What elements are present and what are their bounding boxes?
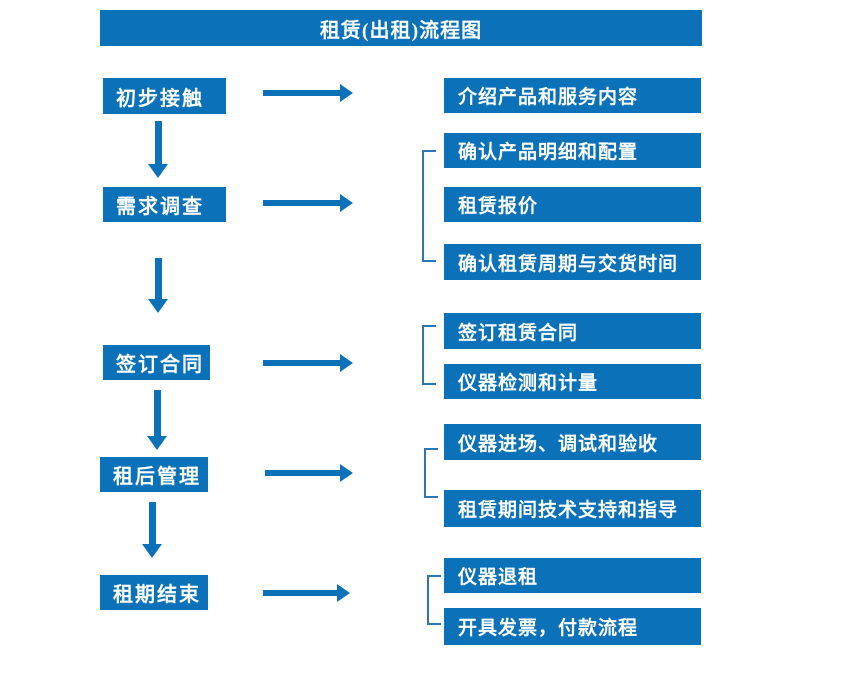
- group-bracket: [422, 325, 436, 385]
- step-box-post-rental-management: 租后管理: [100, 457, 208, 492]
- right-arrow: [265, 464, 353, 482]
- down-arrow: [148, 121, 168, 178]
- down-arrow: [148, 258, 168, 313]
- group-bracket: [422, 150, 436, 262]
- detail-box-rental-quotation: 租赁报价: [444, 187, 701, 222]
- right-arrow: [263, 584, 350, 602]
- right-arrow: [263, 84, 353, 102]
- detail-box-sign-rental-contract: 签订租赁合同: [444, 313, 701, 349]
- detail-box-instrument-setup-acceptance: 仪器进场、调试和验收: [444, 424, 701, 460]
- detail-box-instrument-return: 仪器退租: [444, 558, 701, 593]
- step-box-rental-end: 租期结束: [100, 575, 208, 610]
- group-bracket: [424, 448, 438, 498]
- right-arrow: [263, 194, 353, 212]
- diagram-title: 租赁(出租)流程图: [319, 19, 483, 42]
- detail-box-confirm-period-delivery: 确认租赁周期与交货时间: [444, 244, 701, 280]
- detail-box-instrument-inspection: 仪器检测和计量: [444, 364, 701, 399]
- group-bracket: [427, 575, 441, 625]
- detail-box-technical-support: 租赁期间技术支持和指导: [444, 490, 701, 527]
- detail-box-confirm-product-config: 确认产品明细和配置: [444, 133, 701, 168]
- down-arrow: [142, 502, 162, 558]
- right-arrow: [263, 354, 353, 372]
- step-box-sign-contract: 签订合同: [103, 345, 210, 380]
- detail-box-invoice-payment: 开具发票，付款流程: [444, 608, 701, 645]
- step-box-demand-survey: 需求调查: [103, 187, 226, 222]
- down-arrow: [147, 390, 167, 450]
- diagram-title-bar: 租赁(出租)流程图: [100, 10, 702, 46]
- detail-box-introduce-products: 介绍产品和服务内容: [444, 78, 701, 113]
- step-box-initial-contact: 初步接触: [103, 78, 226, 114]
